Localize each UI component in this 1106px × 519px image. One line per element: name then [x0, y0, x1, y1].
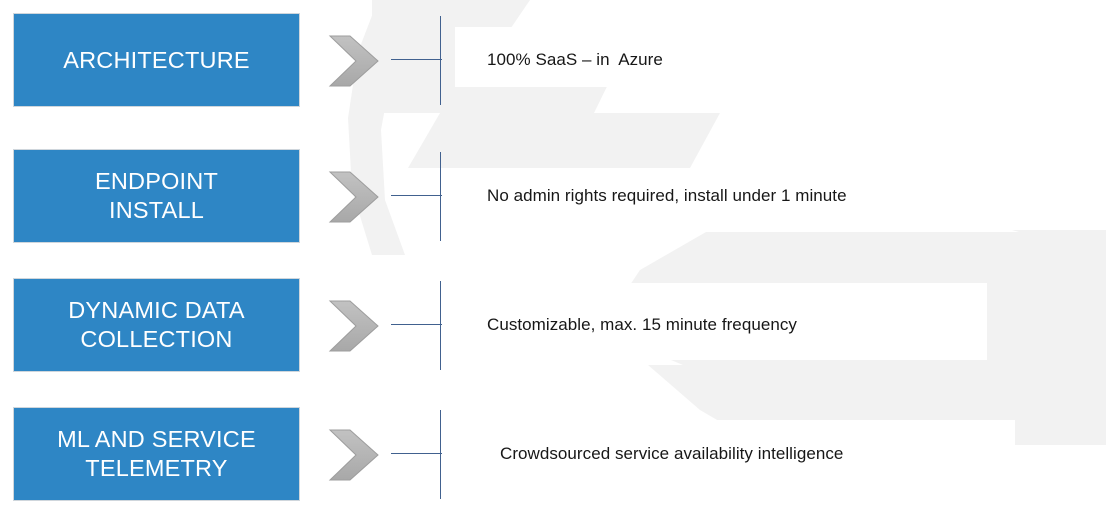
diagram-row: DYNAMIC DATA COLLECTION Customizable, ma… — [0, 278, 1106, 372]
connector-vertical-line — [440, 281, 441, 370]
label-box-text: DYNAMIC DATA COLLECTION — [68, 297, 245, 352]
label-box[interactable]: DYNAMIC DATA COLLECTION — [13, 278, 300, 372]
connector-horizontal-line — [391, 324, 442, 325]
label-box-text: ARCHITECTURE — [63, 46, 250, 73]
connector-horizontal-line — [391, 195, 442, 196]
chevron-right-icon — [328, 300, 379, 352]
chevron-right-icon — [328, 35, 379, 87]
connector-vertical-line — [440, 16, 441, 105]
connector-vertical-line — [440, 410, 441, 499]
description-text: 100% SaaS – in Azure — [487, 50, 663, 69]
chevron-right-icon — [328, 429, 379, 481]
connector-horizontal-line — [391, 59, 442, 60]
label-box-text: ENDPOINT INSTALL — [94, 168, 219, 223]
description-text: No admin rights required, install under … — [487, 186, 847, 205]
label-box[interactable]: ML AND SERVICE TELEMETRY — [13, 407, 300, 501]
connector-horizontal-line — [391, 453, 442, 454]
label-box-text: ML AND SERVICE TELEMETRY — [57, 426, 256, 481]
diagram-row: ML AND SERVICE TELEMETRY Crowdsourced se… — [0, 407, 1106, 501]
chevron-right-icon — [328, 171, 379, 223]
connector-vertical-line — [440, 152, 441, 241]
label-box[interactable]: ARCHITECTURE — [13, 13, 300, 107]
description-text: Customizable, max. 15 minute frequency — [487, 315, 797, 334]
diagram-row: ARCHITECTURE 100% SaaS – in Azure — [0, 13, 1106, 107]
diagram-row: ENDPOINT INSTALL No admin rights require… — [0, 149, 1106, 243]
description-text: Crowdsourced service availability intell… — [500, 444, 844, 463]
label-box[interactable]: ENDPOINT INSTALL — [13, 149, 300, 243]
